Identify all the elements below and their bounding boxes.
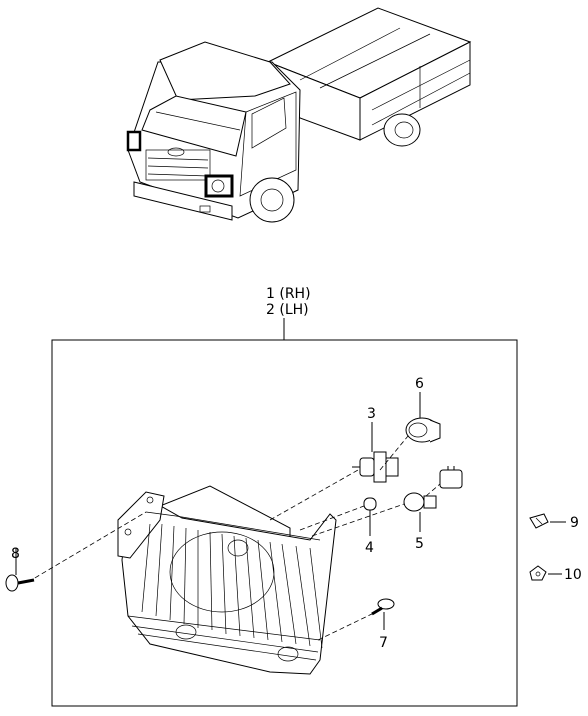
bulb-small (363, 497, 377, 516)
assembly-dashed-lines (27, 435, 441, 641)
part-number-4: 4 (365, 540, 374, 556)
part-number-7: 7 (379, 635, 388, 651)
assembly-label-rh: 1 (RH) (266, 286, 311, 302)
assembly-label-lh: 2 (LH) (266, 302, 309, 318)
part-number-10: 10 (564, 567, 582, 583)
part-number-9: 9 (570, 515, 579, 531)
bulb-socket (405, 417, 441, 443)
part-number-8: 8 (11, 546, 20, 562)
clip-part-9 (529, 513, 549, 529)
headlamp-assembly (117, 485, 337, 675)
bolt-part-8 (5, 574, 35, 592)
bulb-turn-signal (403, 466, 463, 512)
assembly-frame (51, 339, 518, 707)
part-number-5: 5 (415, 536, 424, 552)
nut-part-10 (529, 565, 547, 581)
part-number-6: 6 (415, 376, 424, 392)
bulb-headlamp (352, 451, 399, 483)
truck-illustration (126, 7, 472, 223)
part-number-3: 3 (367, 406, 376, 422)
screw-part-7 (371, 598, 395, 616)
